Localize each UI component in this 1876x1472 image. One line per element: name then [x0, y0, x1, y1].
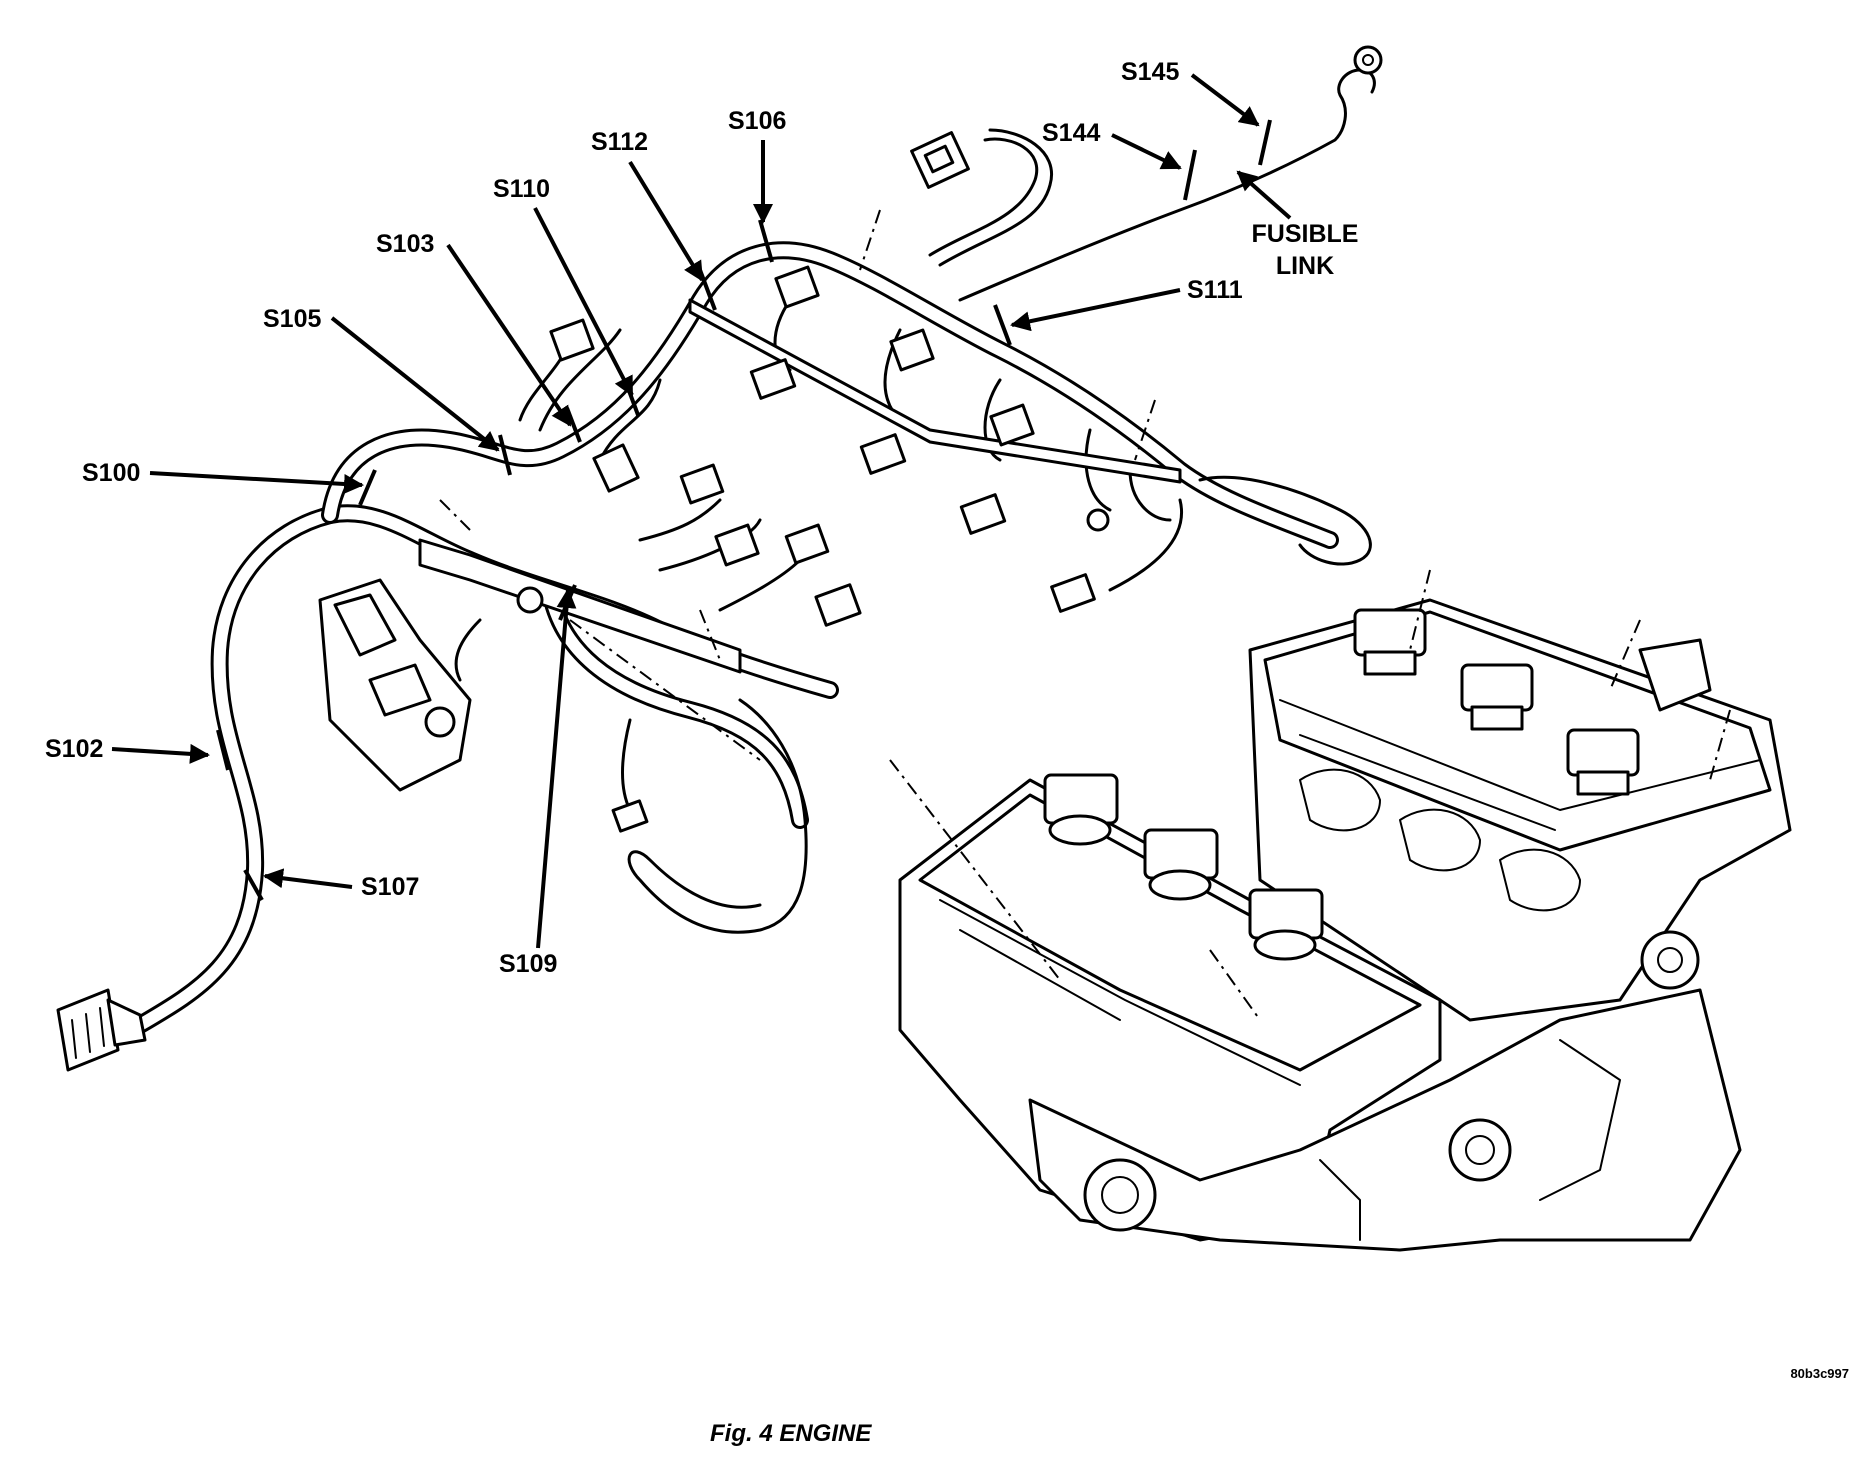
callout-s112: S112: [591, 128, 704, 282]
sensor-connector-a: [549, 318, 595, 362]
injector-connector-4: [859, 433, 907, 475]
label-s111: S111: [1187, 276, 1243, 304]
sensor-connector-f: [814, 583, 862, 627]
wiring-harness: [131, 45, 1383, 1034]
sensor-connector-h: [611, 799, 649, 833]
callout-s103: S103: [376, 230, 572, 427]
injector-connector-1: [774, 265, 820, 309]
label-s144: S144: [1042, 119, 1100, 147]
callout-s105: S105: [263, 305, 500, 452]
callout-s111: S111: [1010, 276, 1243, 332]
figure-code: 80b3c997: [1790, 1366, 1849, 1381]
label-s100: S100: [82, 459, 140, 487]
label-s145: S145: [1121, 58, 1179, 86]
figure-caption: Fig. 4 ENGINE: [710, 1420, 872, 1447]
label-s109: S109: [499, 950, 557, 978]
label-s105: S105: [263, 305, 321, 333]
sensor-connector-b: [592, 443, 640, 493]
injector-connector-5: [989, 403, 1035, 447]
fusible-link-line2: LINK: [1276, 252, 1334, 280]
callout-s110: S110: [493, 175, 634, 397]
engine-block: [898, 598, 1792, 1252]
callout-fusible-link: FUSIBLE LINK: [1236, 170, 1359, 280]
callout-s102: S102: [45, 735, 210, 764]
label-s110: S110: [493, 175, 550, 203]
control-module: [318, 578, 472, 792]
sensor-connector-e: [784, 523, 830, 565]
injector-connector-6: [959, 493, 1007, 535]
main-harness-connector: [56, 988, 147, 1072]
location-leaders: [439, 209, 1731, 1021]
label-s106: S106: [728, 107, 786, 135]
harness-connectors: [56, 131, 1110, 1072]
callout-s144: S144: [1042, 119, 1182, 170]
injector-connector-2: [749, 358, 797, 400]
sensor-connector-d: [714, 523, 760, 567]
label-s102: S102: [45, 735, 103, 763]
label-s112: S112: [591, 128, 648, 156]
injector-connector-3: [889, 328, 935, 372]
callout-s107: S107: [263, 868, 419, 901]
label-s107: S107: [361, 873, 419, 901]
splice-callouts: S100 S102 S103 S105 S106 S107 S109 S110: [45, 58, 1358, 978]
rear-ignition-coils: [1353, 608, 1640, 796]
callout-s145: S145: [1121, 58, 1260, 127]
sensor-connector-g: [1050, 573, 1096, 613]
fusible-link-line1: FUSIBLE: [1252, 220, 1359, 248]
callout-s106: S106: [728, 107, 786, 224]
callout-s100: S100: [82, 459, 364, 494]
small-sensor: [516, 508, 1110, 614]
sensor-connector-c: [679, 463, 725, 505]
label-s103: S103: [376, 230, 434, 258]
callout-s109: S109: [499, 588, 577, 978]
front-ignition-coils: [1043, 773, 1324, 961]
top-connector: [910, 131, 970, 189]
